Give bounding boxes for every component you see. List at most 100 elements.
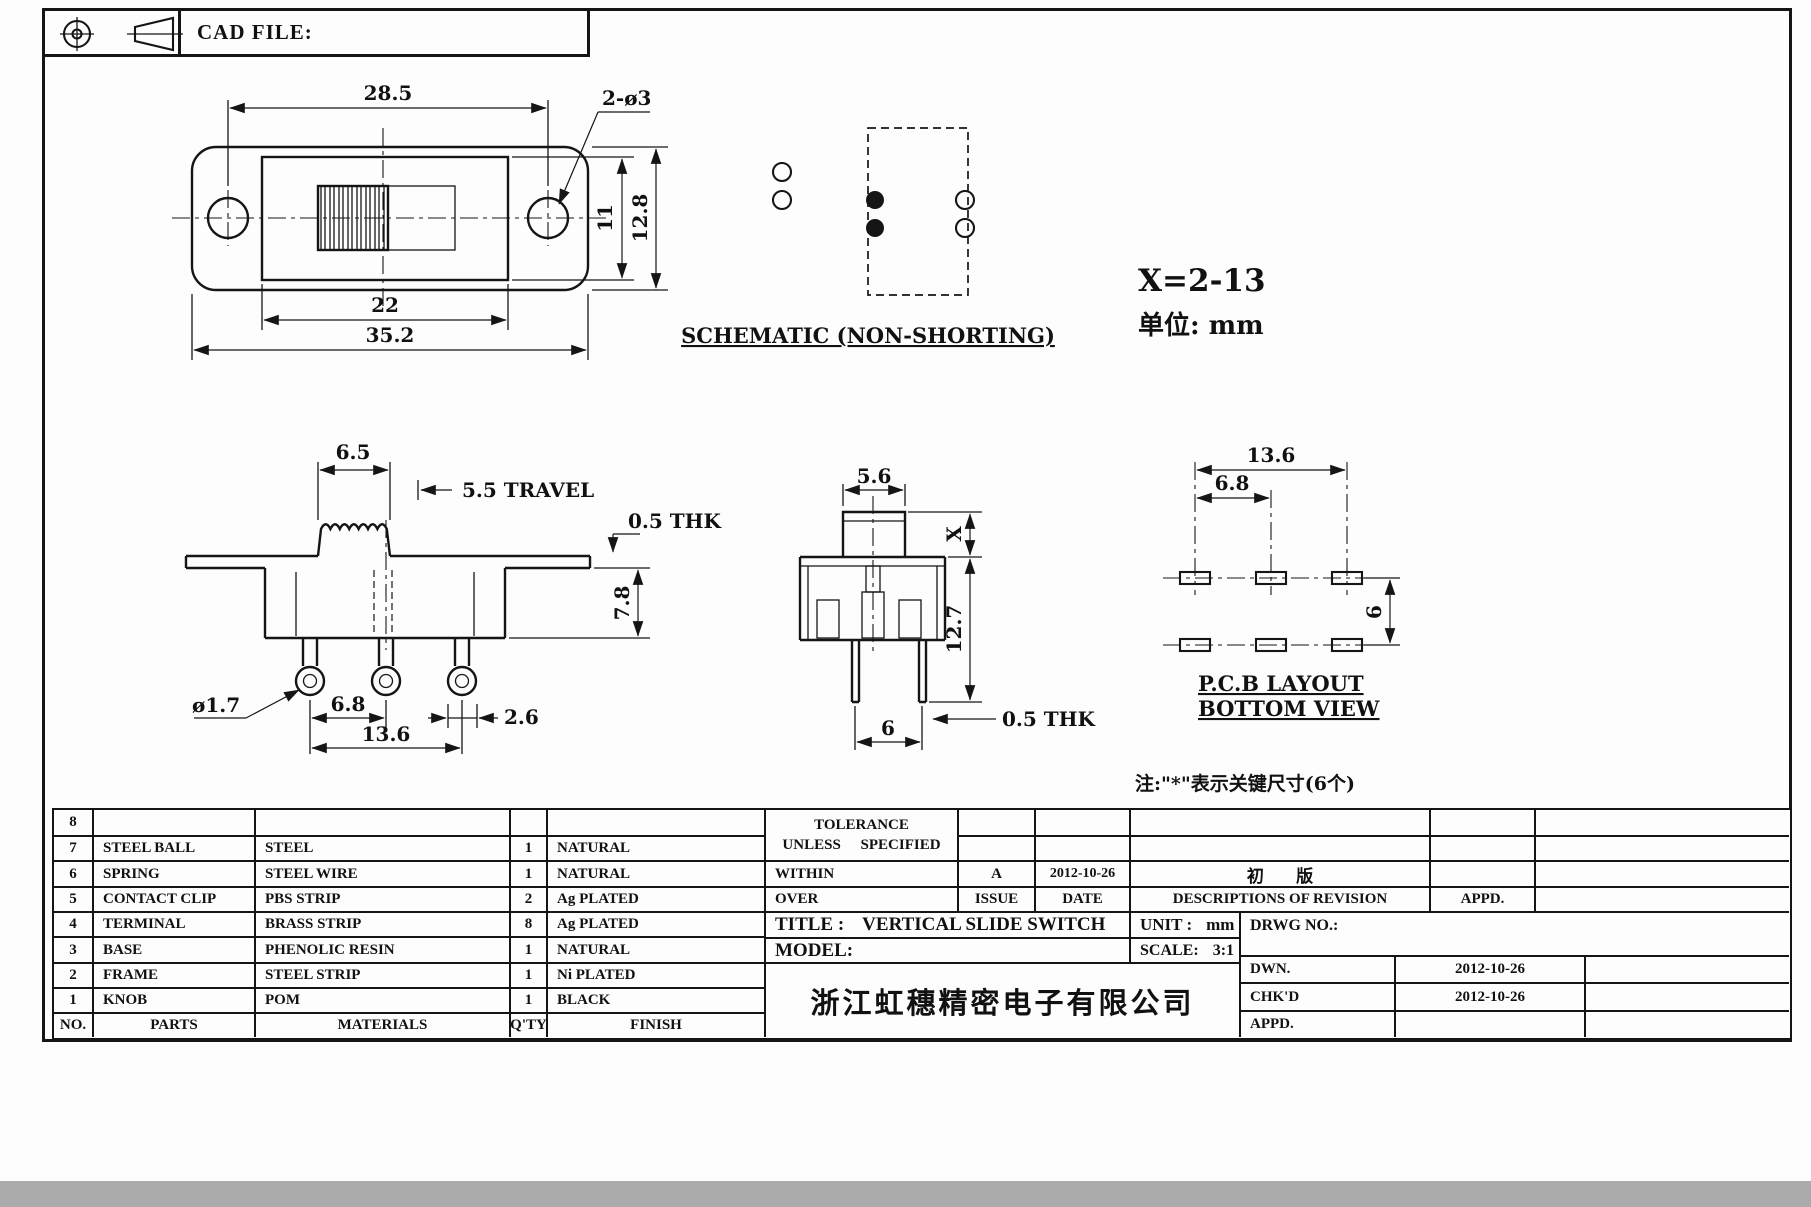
parts-header-materials: MATERIALS [254, 1012, 509, 1037]
top-view: 28.5 2-ø3 11 12.8 22 35.2 [172, 81, 668, 360]
scale-label: SCALE: [1140, 941, 1199, 959]
revision-value-cell: 初 版 [1129, 860, 1429, 886]
projection-symbols [60, 16, 183, 52]
parts-header-finish: FINISH [546, 1012, 764, 1037]
dim-terminal-span: 13.6 [362, 722, 411, 746]
dim-pad-row-pitch: 6 [1362, 605, 1386, 619]
parts-material: STEEL STRIP [254, 962, 509, 987]
schematic-view: SCHEMATIC (NON-SHORTING) [681, 127, 1055, 348]
unit-value: mm [1206, 915, 1235, 934]
over-cell: OVER [764, 886, 957, 911]
dim-inner-width: 22 [371, 293, 399, 317]
dwn-label-cell: DWN. [1239, 955, 1394, 982]
parts-qty: 1 [509, 987, 546, 1012]
appd-row-cell: APPD. [1239, 1010, 1394, 1037]
dim-outer-width: 35.2 [366, 323, 415, 347]
contact-clip [898, 599, 922, 639]
scale-cell: SCALE: 3:1 [1129, 937, 1239, 962]
scan-edge-strip [0, 1181, 1811, 1207]
dim-terminal-width: 2.6 [504, 705, 539, 729]
tolerance-line2: UNLESS SPECIFIED [782, 837, 941, 853]
slider-dashed-box [867, 127, 969, 296]
dim-plate-thickness: 0.5 THK [628, 509, 722, 533]
dim-pad-span: 13.6 [1247, 443, 1296, 467]
side-notes: X=2-13 单位: mm 注:"*"表示关键尺寸(6个) [1135, 263, 1355, 795]
parts-material: BRASS STRIP [254, 911, 509, 936]
parts-material: POM [254, 987, 509, 1012]
parts-qty: 8 [509, 911, 546, 936]
first-angle-symbol-icon [60, 16, 183, 52]
parts-finish: BLACK [546, 987, 764, 1012]
empty-cell [1429, 835, 1534, 860]
empty-cell [1129, 835, 1429, 860]
pcb-pad [1330, 570, 1364, 586]
pcb-pad [1254, 570, 1288, 586]
issue-label-cell: ISSUE [957, 886, 1034, 911]
empty-cell [957, 810, 1034, 835]
parts-name: STEEL BALL [92, 835, 254, 860]
pcb-pad [1178, 637, 1212, 653]
dim-holes: 2-ø3 [602, 86, 651, 110]
dim-pin-thickness: 0.5 THK [1002, 707, 1096, 731]
drawing-frame [42, 8, 1792, 1042]
parts-qty: 2 [509, 886, 546, 911]
empty-cell [1129, 810, 1429, 835]
empty-cell [1429, 860, 1534, 886]
date-label-cell: DATE [1034, 886, 1129, 911]
parts-name: FRAME [92, 962, 254, 987]
parts-name: BASE [92, 936, 254, 962]
cad-file-label: CAD FILE: [197, 20, 313, 44]
parts-name: TERMINAL [92, 911, 254, 936]
empty-cell [1034, 835, 1129, 860]
serrated-knob [316, 523, 392, 557]
dim-pad-pitch: 6.8 [1215, 471, 1250, 495]
parts-material: STEEL WIRE [254, 860, 509, 886]
parts-finish: Ag PLATED [546, 886, 764, 911]
unit-label: UNIT : [1140, 915, 1193, 934]
empty-cell [1584, 982, 1789, 1010]
within-cell: WITHIN [764, 860, 957, 886]
empty-cell [1429, 810, 1534, 835]
parts-material: STEEL [254, 835, 509, 860]
empty-cell [1034, 810, 1129, 835]
terminals [301, 638, 471, 666]
dim-body-height: 7.8 [610, 586, 634, 621]
front-view: 6.5 5.5 TRAVEL 0.5 THK 7.8 ø1.7 6.8 2.6 … [184, 440, 722, 754]
parts-name: CONTACT CLIP [92, 886, 254, 911]
terminal-circle [954, 217, 976, 239]
parts-qty: 1 [509, 860, 546, 886]
pcb-pad [1178, 570, 1212, 586]
drwg-no-cell: DRWG NO.: [1239, 911, 1789, 955]
side-view: 5.6 X 12.7 0.5 THK 6 [798, 464, 1096, 750]
divider [178, 11, 181, 54]
contact-dot [866, 191, 884, 209]
issue-date-cell: 2012-10-26 [1034, 860, 1129, 886]
parts-no: 6 [54, 860, 92, 886]
pcb-pad [1330, 637, 1364, 653]
dim-body-height-side: 12.7 [942, 605, 966, 654]
title-label: TITLE : [775, 914, 845, 935]
empty-cell [1534, 886, 1789, 911]
title-cell: TITLE : VERTICAL SLIDE SWITCH [764, 911, 1129, 937]
dim-terminal-pitch: 6.8 [331, 692, 366, 716]
parts-name: SPRING [92, 860, 254, 886]
empty-cell [1394, 1010, 1584, 1037]
tolerance-line1: TOLERANCE [814, 816, 909, 833]
revision-label-cell: DESCRIPTIONS OF REVISION [1129, 886, 1429, 911]
model-cell: MODEL: [764, 937, 1129, 962]
parts-no: 3 [54, 936, 92, 962]
dim-outer-height: 12.8 [628, 194, 652, 243]
side-body [798, 555, 947, 642]
empty-cell [1584, 955, 1789, 982]
dim-pin-pitch: 6 [881, 716, 895, 740]
parts-finish: NATURAL [546, 860, 764, 886]
pcb-pad [1254, 637, 1288, 653]
issue-value-cell: A [957, 860, 1034, 886]
dim-hole-pitch: 28.5 [364, 81, 413, 105]
pins [850, 640, 928, 704]
cad-file-box: CAD FILE: [45, 11, 590, 57]
parts-finish: NATURAL [546, 835, 764, 860]
tolerance-header: TOLERANCE UNLESS SPECIFIED [764, 810, 957, 860]
parts-no: 4 [54, 911, 92, 936]
